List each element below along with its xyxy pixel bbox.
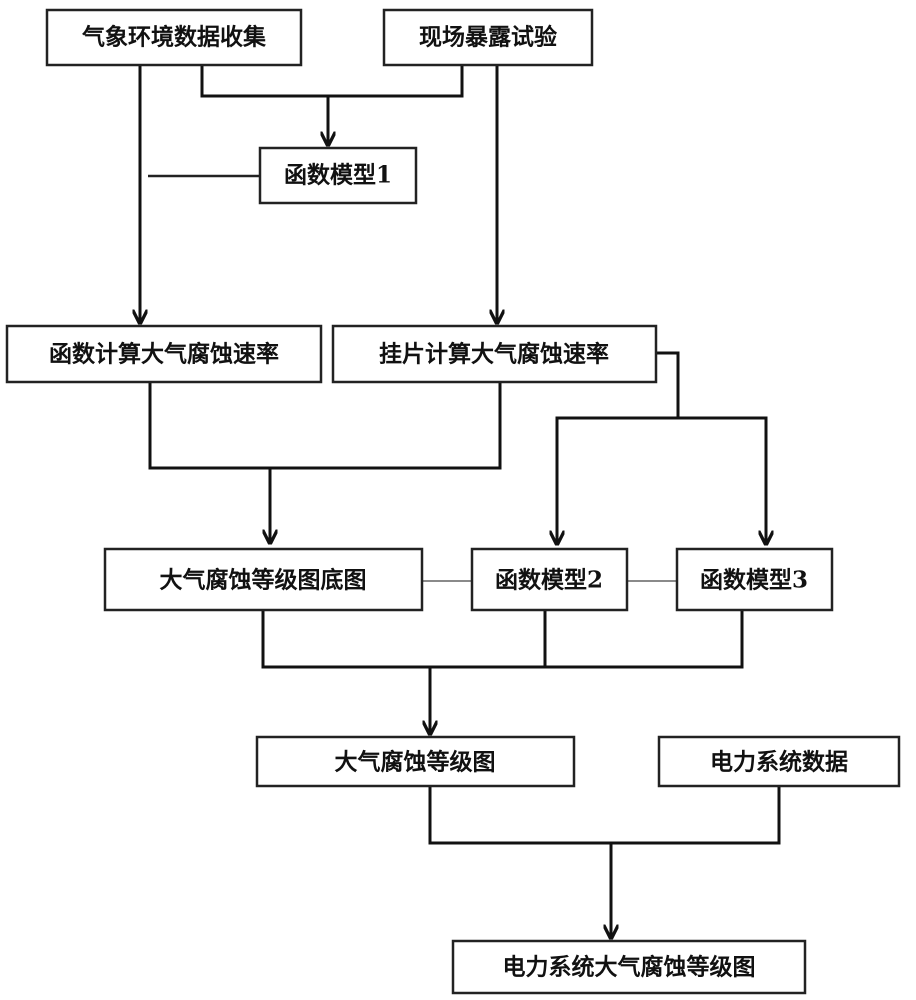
node-function-rate: 函数计算大气腐蚀速率	[5, 324, 323, 384]
node-power-corrosion-map: 电力系统大气腐蚀等级图	[451, 939, 807, 995]
node-model-3-label: 函数模型3	[700, 567, 808, 594]
node-coupon-rate-label: 挂片计算大气腐蚀速率	[379, 341, 609, 368]
node-model-2-label: 函数模型2	[495, 567, 603, 594]
edge-split-to-model-2	[557, 416, 678, 544]
edge-exposure-to-model-1	[328, 65, 464, 98]
node-power-corrosion-map-label: 电力系统大气腐蚀等级图	[503, 954, 756, 981]
edge-power-data-to-final	[611, 786, 781, 845]
node-model-1-label: 函数模型1	[284, 162, 392, 189]
edge-corrosion-map-to-final	[428, 786, 611, 845]
node-model-1: 函数模型1	[258, 146, 418, 205]
node-base-map: 大气腐蚀等级图底图	[103, 547, 424, 612]
node-field-exposure: 现场暴露试验	[382, 8, 594, 67]
node-weather-data-label: 气象环境数据收集	[81, 24, 267, 51]
node-corrosion-map-label: 大气腐蚀等级图	[335, 749, 496, 776]
node-corrosion-map: 大气腐蚀等级图	[255, 735, 576, 788]
node-weather-data: 气象环境数据收集	[45, 8, 303, 67]
edge-function-rate-to-base-map	[148, 382, 270, 470]
edge-base-map-to-corrosion-map	[261, 610, 430, 669]
edge-coupon-rate-to-base-map	[270, 382, 502, 470]
node-power-data-label: 电力系统数据	[710, 749, 848, 776]
node-function-rate-label: 函数计算大气腐蚀速率	[49, 341, 279, 368]
edge-weather-to-model-1	[200, 65, 328, 98]
node-base-map-label: 大气腐蚀等级图底图	[160, 567, 367, 594]
edges	[140, 65, 781, 938]
edge-model-3-to-corrosion-map	[430, 610, 744, 669]
edge-split-to-model-3	[678, 416, 766, 544]
node-model-2: 函数模型2	[470, 547, 629, 612]
node-power-data: 电力系统数据	[657, 735, 901, 788]
node-field-exposure-label: 现场暴露试验	[419, 24, 557, 51]
node-coupon-rate: 挂片计算大气腐蚀速率	[331, 324, 658, 384]
node-model-3: 函数模型3	[675, 547, 834, 612]
edge-coupon-rate-to-models	[656, 351, 680, 418]
